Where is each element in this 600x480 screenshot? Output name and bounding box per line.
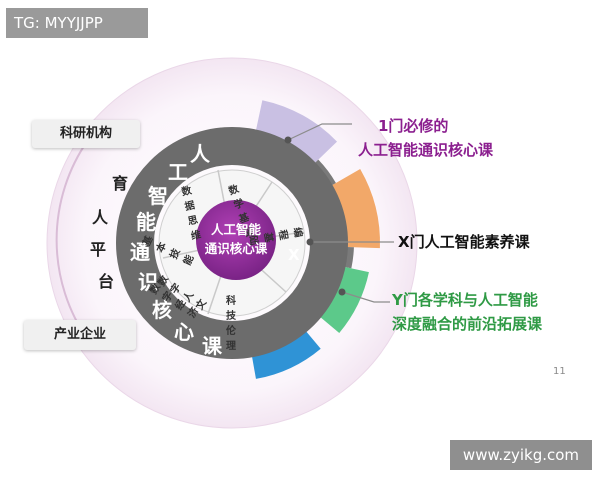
ring-char: 能 bbox=[136, 210, 156, 234]
center-label-line1: 人工智能 bbox=[210, 222, 261, 237]
left-accent-arc bbox=[55, 139, 89, 341]
center-circle bbox=[196, 200, 276, 280]
ring-char: 核 bbox=[152, 298, 172, 322]
frontier-course-segment bbox=[308, 263, 369, 333]
outer-core-ring bbox=[116, 127, 348, 359]
frontier-course-callout: Y门各学科与人工智能 深度融合的前沿拓展课 bbox=[392, 288, 542, 336]
callout-line: X门人工智能素养课 bbox=[398, 233, 530, 251]
center-label: 人工智能 通识核心课 bbox=[196, 220, 276, 258]
page-number: 11 bbox=[553, 366, 566, 377]
literacy-course-callout: X门人工智能素养课 bbox=[398, 231, 530, 253]
bottom-right-watermark: www.zyikg.com bbox=[450, 440, 592, 470]
platform-char: 育 bbox=[112, 174, 129, 193]
required-course-callout: 1门必修的 人工智能通识核心课 bbox=[358, 114, 493, 162]
ring-char: 课 bbox=[202, 334, 222, 358]
platform-char: 台 bbox=[98, 272, 115, 291]
callout-dots bbox=[284, 136, 346, 296]
ring-char: 识 bbox=[138, 270, 158, 294]
platform-char: 人 bbox=[92, 208, 109, 227]
topic-tech-ethics: 科技伦理 bbox=[226, 296, 236, 352]
callout-line: 人工智能通识核心课 bbox=[358, 141, 494, 159]
callout-connectors bbox=[287, 123, 394, 303]
industry-enterprises-label: 产业企业 bbox=[24, 320, 136, 350]
top-left-watermark: TG: MYYJJPP bbox=[6, 8, 148, 38]
callout-line: Y门各学科与人工智能 bbox=[392, 291, 538, 309]
research-institutions-label: 科研机构 bbox=[32, 120, 140, 148]
ring-char: 人 bbox=[190, 142, 210, 166]
center-label-line2: 通识核心课 bbox=[204, 241, 268, 256]
ring-char: 智 bbox=[148, 184, 168, 208]
callout-line: 深度融合的前沿拓展课 bbox=[392, 315, 543, 333]
ring-char: 心 bbox=[174, 320, 194, 344]
callout-line: 1门必修的 bbox=[378, 117, 449, 135]
ring-char: 工 bbox=[168, 160, 188, 184]
x-mark: X bbox=[288, 246, 300, 264]
ring-char: 通 bbox=[130, 240, 150, 264]
platform-char: 平 bbox=[90, 240, 107, 259]
